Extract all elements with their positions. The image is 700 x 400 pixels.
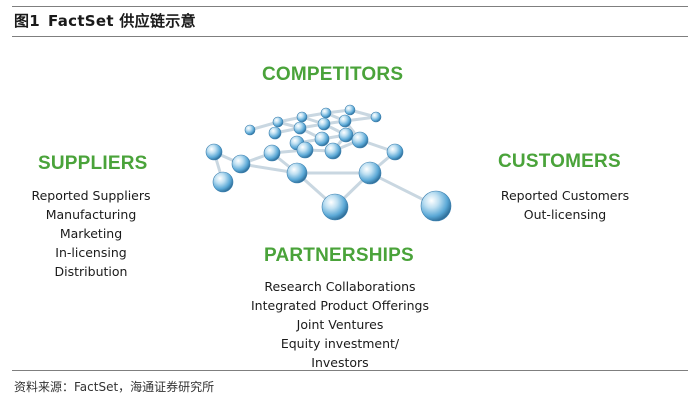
sphere-node	[293, 121, 307, 135]
sphere-node	[338, 114, 352, 128]
list-item: Equity investment/	[280, 336, 400, 351]
sphere-node	[205, 143, 223, 161]
source-note: 资料来源：FactSet，海通证券研究所	[14, 380, 215, 394]
sphere-node	[268, 126, 282, 140]
suppliers-list: Reported Suppliers Manufacturing Marketi…	[16, 186, 166, 281]
partnerships-heading: PARTNERSHIPS	[264, 245, 414, 266]
sphere-node	[212, 171, 234, 193]
partnerships-list: Research Collaborations Integrated Produ…	[230, 277, 450, 372]
sphere-node	[386, 143, 404, 161]
sphere-node	[338, 127, 354, 143]
sphere-node	[296, 111, 308, 123]
sphere-node	[317, 117, 331, 131]
list-item: Distribution	[54, 264, 128, 279]
list-item: Reported Suppliers	[31, 188, 151, 203]
sphere-node	[296, 141, 314, 159]
sphere-node	[351, 131, 369, 149]
list-item: Research Collaborations	[264, 279, 416, 294]
list-item: Integrated Product Offerings	[251, 298, 429, 313]
sphere-node	[244, 124, 256, 136]
header-rule-bottom	[12, 36, 688, 37]
competitors-heading: COMPETITORS	[262, 64, 404, 85]
list-item: Joint Ventures	[296, 317, 384, 332]
list-item: Investors	[311, 355, 369, 370]
sphere-node	[314, 131, 330, 147]
list-item: Out-licensing	[523, 207, 607, 222]
customers-list: Reported Customers Out-licensing	[490, 186, 640, 224]
list-item: Reported Customers	[500, 188, 630, 203]
sphere-node	[370, 111, 382, 123]
list-item: In-licensing	[55, 245, 127, 260]
list-item: Marketing	[59, 226, 123, 241]
figure-title: 图1 FactSet 供应链示意	[14, 10, 196, 31]
footer-rule	[12, 370, 688, 371]
sphere-node	[320, 107, 332, 119]
list-item: Manufacturing	[45, 207, 137, 222]
header-rule-top	[12, 6, 688, 7]
sphere-node	[358, 161, 382, 185]
sphere-node	[324, 142, 342, 160]
customers-heading: CUSTOMERS	[498, 151, 621, 172]
sphere-nodes	[205, 104, 452, 222]
figure-label: 图1	[14, 12, 41, 30]
sphere-node	[420, 190, 452, 222]
sphere-node	[286, 162, 308, 184]
sphere-node	[321, 193, 349, 221]
sphere-node	[263, 144, 281, 162]
sphere-node	[344, 104, 356, 116]
suppliers-heading: SUPPLIERS	[38, 153, 148, 174]
sphere-node	[272, 116, 284, 128]
sphere-node	[231, 154, 251, 174]
figure-title-text: FactSet 供应链示意	[48, 12, 196, 30]
